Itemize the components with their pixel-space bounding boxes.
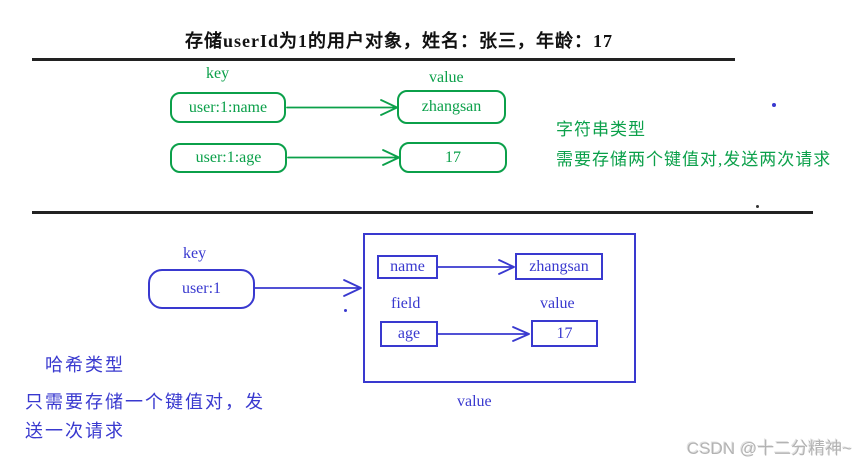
string-key-column-label: key — [206, 65, 230, 82]
ink-dot — [772, 103, 776, 107]
hash-field-column-label: field — [391, 295, 421, 312]
hash-field-box-age: age — [380, 321, 438, 347]
string-key-box-name: user:1:name — [170, 92, 286, 123]
hash-key-box: user:1 — [148, 269, 255, 309]
divider-middle — [32, 211, 813, 214]
ink-dot — [756, 205, 759, 208]
arrow-field1-to-value1-icon — [437, 259, 515, 275]
hash-table-rect — [363, 233, 636, 383]
watermark: CSDN @十二分精神~ — [686, 439, 852, 458]
page-title: 存储userId为1的用户对象，姓名：张三，年龄：17 — [185, 31, 614, 51]
string-note-line2: 需要存储两个键值对,发送两次请求 — [556, 150, 832, 169]
arrow-field2-to-value2-icon — [437, 326, 530, 342]
hash-field-box-name: name — [377, 255, 438, 279]
string-value-box-17: 17 — [399, 142, 507, 173]
arrow-stringkey2-to-value2-icon — [287, 149, 400, 166]
string-value-column-label: value — [429, 69, 464, 86]
hash-outer-value-label: value — [457, 393, 492, 410]
hash-value-box-17: 17 — [531, 320, 598, 347]
hash-value-box-zhangsan: zhangsan — [515, 253, 603, 280]
arrow-stringkey1-to-value1-icon — [286, 99, 398, 116]
hash-note-line1: 哈希类型 — [45, 355, 125, 375]
string-note-line1: 字符串类型 — [556, 120, 646, 139]
hash-note-line3: 送一次请求 — [25, 421, 125, 441]
string-key-box-age: user:1:age — [170, 143, 287, 173]
divider-top — [32, 58, 735, 61]
hash-key-label: key — [183, 245, 207, 262]
hash-value-column-label: value — [540, 295, 575, 312]
arrow-hashkey-to-table-icon — [254, 279, 362, 297]
hash-note-line2: 只需要存储一个键值对，发 — [25, 392, 265, 412]
ink-dot — [344, 309, 347, 312]
string-value-box-zhangsan: zhangsan — [397, 90, 506, 124]
